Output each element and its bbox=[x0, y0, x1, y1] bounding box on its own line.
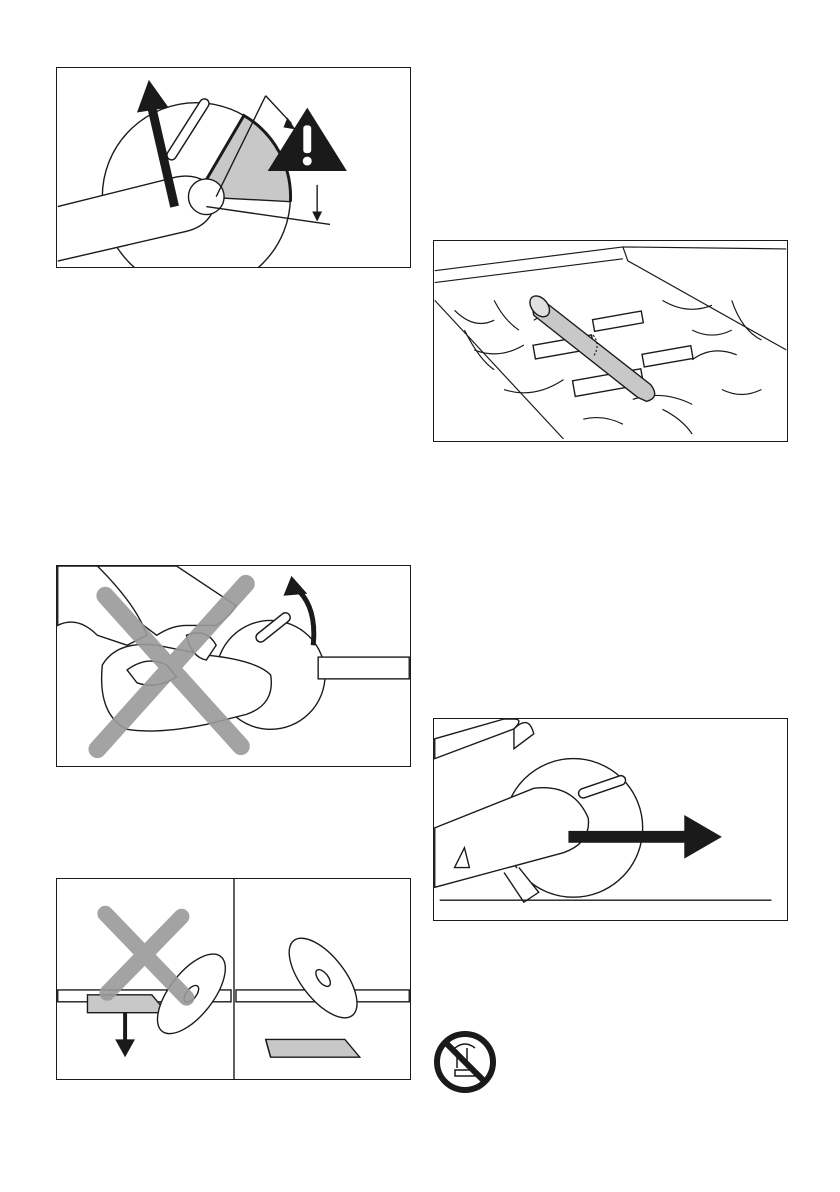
pinching-illustration bbox=[57, 879, 410, 1079]
no-side-grinding-icon bbox=[433, 1030, 497, 1094]
direction-illustration bbox=[434, 719, 787, 920]
figure-kickback-zone bbox=[56, 67, 411, 268]
pipe-illustration bbox=[434, 241, 787, 441]
kickback-illustration bbox=[57, 68, 410, 267]
figure-pipe-on-supports bbox=[433, 240, 788, 442]
wrong-grip-illustration bbox=[57, 566, 410, 766]
figure-wrong-grip bbox=[56, 565, 411, 767]
figure-cutting-direction bbox=[433, 718, 788, 921]
warning-triangle-icon bbox=[268, 108, 347, 171]
cross-mark-icon bbox=[105, 914, 186, 998]
figure-pinching-workpiece bbox=[56, 878, 411, 1080]
footer-text bbox=[0, 1183, 840, 1192]
